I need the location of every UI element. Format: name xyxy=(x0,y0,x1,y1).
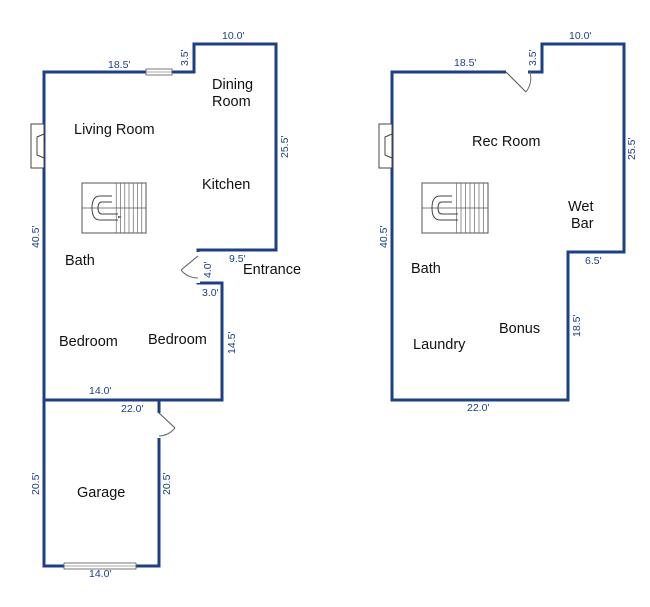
lower-top-door xyxy=(505,70,532,93)
lower-floor-walls xyxy=(390,42,626,402)
room-label-bedroom-right: Bedroom xyxy=(148,332,207,348)
dim-right-lower: 14.5' xyxy=(226,332,238,354)
dim-lower-top-notch: 3.5' xyxy=(527,49,539,66)
dim-garage-bottom: 14.0' xyxy=(89,568,111,580)
dim-bottom: 14.0' xyxy=(89,385,111,397)
lower-floor-plan: Rec Room Wet Bar Bath Bonus Laundry 18.5… xyxy=(378,30,638,414)
room-label-entrance: Entrance xyxy=(243,262,301,278)
dim-step-horizontal: 3.0' xyxy=(202,287,219,299)
dim-top-left: 18.5' xyxy=(108,59,130,71)
room-label-wet-line2: Bar xyxy=(571,216,594,232)
dim-left: 40.5' xyxy=(30,226,42,248)
garage-walls xyxy=(42,398,161,568)
dim-top-right: 10.0' xyxy=(222,30,244,42)
dim-lower-top-right: 10.0' xyxy=(569,30,591,42)
lower-fireplace xyxy=(378,123,393,169)
window-top xyxy=(145,68,173,76)
garage-entry-door xyxy=(157,412,176,438)
dim-step: 4.0' xyxy=(202,261,214,278)
dim-lower-bottom: 22.0' xyxy=(467,402,489,414)
room-label-dining-line2: Room xyxy=(212,94,251,110)
dim-lower-left: 40.5' xyxy=(378,226,390,248)
main-floor-plan: Living Room Dining Room Kitchen Bath Ent… xyxy=(30,30,301,580)
room-label-dining-line1: Dining xyxy=(212,77,253,93)
room-label-lower-bath: Bath xyxy=(411,261,441,277)
garage-door xyxy=(63,562,137,570)
room-label-bedroom-left: Bedroom xyxy=(59,334,118,350)
room-label-wet-line1: Wet xyxy=(568,199,594,215)
room-label-rec-room: Rec Room xyxy=(472,134,541,150)
dim-right-upper: 25.5' xyxy=(279,136,291,158)
dim-garage-left: 20.5' xyxy=(30,473,42,495)
dim-lower-right-lower: 18.5' xyxy=(571,315,583,337)
stairs-lower xyxy=(421,182,489,234)
stairs-main xyxy=(81,182,147,234)
room-label-laundry: Laundry xyxy=(413,337,466,353)
dim-garage-top: 22.0' xyxy=(121,403,143,415)
entrance-door xyxy=(180,252,200,283)
room-label-living-room: Living Room xyxy=(74,122,155,138)
room-label-bonus: Bonus xyxy=(499,321,540,337)
dim-garage-right: 20.5' xyxy=(161,473,173,495)
dim-lower-ledge: 6.5' xyxy=(585,255,602,267)
fireplace xyxy=(30,123,45,169)
main-floor-walls xyxy=(42,42,278,402)
dim-top-notch: 3.5' xyxy=(179,49,191,66)
room-label-kitchen: Kitchen xyxy=(202,177,250,193)
room-label-bath: Bath xyxy=(65,253,95,269)
dim-lower-top-left: 18.5' xyxy=(454,57,476,69)
dim-lower-right-upper: 25.5' xyxy=(626,138,638,160)
room-label-garage: Garage xyxy=(77,485,125,501)
dim-ledge: 9.5' xyxy=(229,253,246,265)
